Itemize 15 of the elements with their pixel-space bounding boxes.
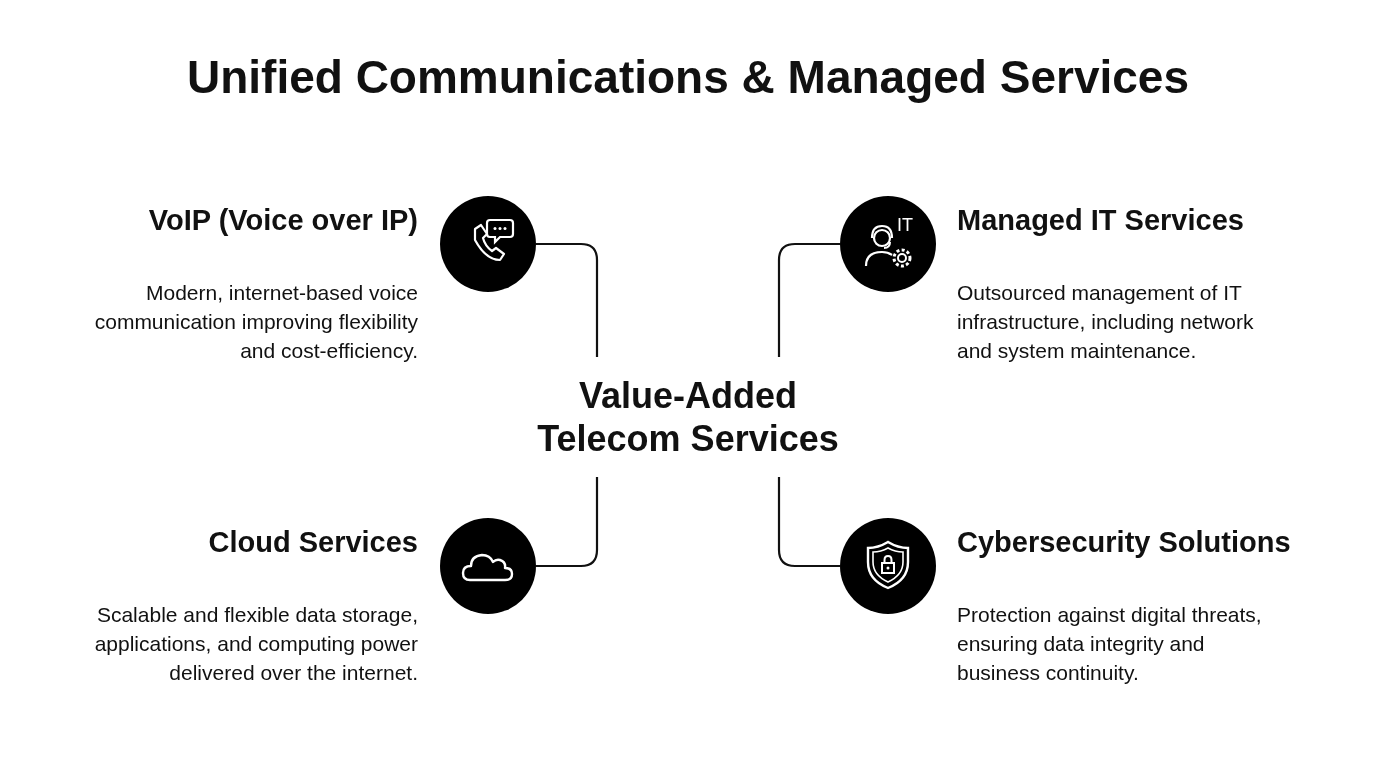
icon-label: IT [897,216,913,234]
connector-line [536,242,599,357]
service-heading: Cybersecurity Solutions [957,526,1291,559]
service-heading: VoIP (Voice over IP) [148,204,418,237]
service-heading: Managed IT Services [957,204,1244,237]
service-description: Modern, internet-based voice communication improving flexibility and cost-efficiency. [93,280,418,364]
service-description: Scalable and flexible data storage, applications, and computing power delivered over the internet. [93,602,418,686]
service-description: Protection against digital threats, ensuring data integrity and business continuity. [957,602,1263,686]
service-description: Outsourced management of IT infrastructure, including network and system maintenance. [957,280,1255,364]
title: Unified Communications & Managed Services [186,50,1190,104]
service-heading: Cloud Services [208,526,418,559]
center-label: Value-Added Telecom Services [520,357,856,477]
connector-line [777,242,840,357]
connector-line [536,477,599,568]
connector-line [777,477,840,568]
